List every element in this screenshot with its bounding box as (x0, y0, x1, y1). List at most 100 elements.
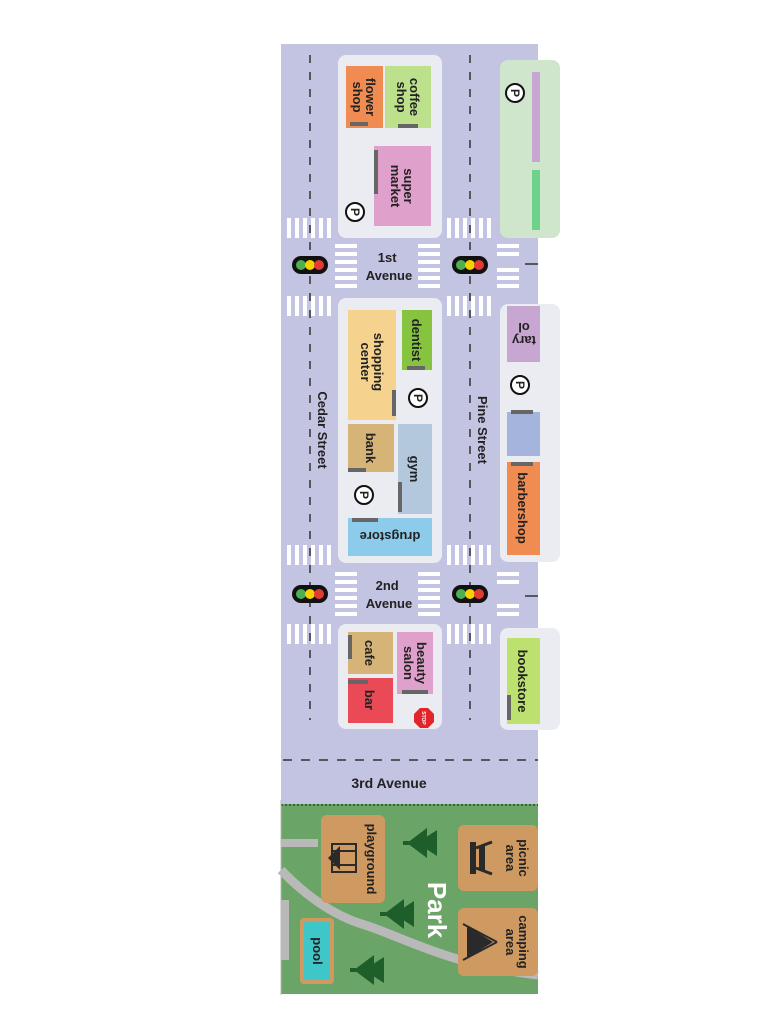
shopping-center-door (392, 390, 396, 416)
parking-sign: P (408, 388, 428, 408)
dentist[interactable] (402, 310, 432, 370)
bookstore-label: bookstore (515, 650, 530, 713)
gym-label: gym (407, 456, 422, 483)
shopping-center-label-1: shopping (371, 333, 386, 392)
tent-icon (462, 923, 498, 961)
drugstore-label: drugstore (360, 529, 421, 544)
svg-text:P: P (508, 89, 522, 97)
coffee-shop[interactable] (385, 66, 431, 128)
east-middle-building (507, 412, 540, 456)
dentist-door (407, 366, 425, 370)
library-partial[interactable] (507, 306, 540, 362)
tree-icon (380, 899, 414, 929)
library-label-2: ol (518, 320, 530, 335)
svg-text:P: P (348, 208, 362, 216)
beauty-salon[interactable] (397, 632, 433, 694)
picnic-area-label-2: area (503, 845, 518, 873)
gym[interactable] (398, 424, 432, 514)
traffic-light-icon (452, 256, 488, 274)
library-label-1: tary (511, 333, 536, 348)
svg-text:coffeeshop: coffeeshop (394, 78, 422, 116)
camping-area[interactable]: campingarea (458, 908, 538, 976)
traffic-light-icon (292, 585, 328, 603)
picnic-area[interactable]: picnicarea (458, 825, 538, 891)
cafe-door (348, 635, 352, 659)
bar-door (348, 680, 368, 684)
parking-sign: P (345, 202, 365, 222)
park-title: Park (422, 882, 452, 939)
bookstore-door (507, 695, 511, 720)
svg-text:STOP: STOP (420, 711, 426, 725)
crosswalk (287, 218, 519, 644)
svg-text:supermarket: supermarket (388, 165, 416, 208)
bank[interactable] (348, 424, 394, 472)
tree-icon (403, 828, 437, 858)
cafe[interactable] (348, 632, 393, 674)
camping-area-label-2: area (503, 929, 518, 957)
beauty-salon-label-2: salon (401, 646, 416, 680)
shopping-center-label-2: center (358, 342, 373, 381)
bookstore[interactable] (507, 638, 540, 724)
super-market-label-1: super (401, 168, 416, 203)
bank-label: bank (363, 433, 378, 464)
cafe-label: cafe (362, 640, 377, 666)
gym-door (398, 482, 402, 512)
bar[interactable] (348, 678, 393, 723)
svg-text:shoppingcenter: shoppingcenter (358, 333, 386, 392)
shopping-center[interactable] (348, 310, 396, 420)
flower-shop-door (350, 122, 368, 126)
svg-text:P: P (357, 491, 371, 499)
svg-text:flowershop: flowershop (350, 78, 378, 116)
svg-text:P: P (513, 381, 527, 389)
tree-icon (350, 955, 384, 985)
pool-label: pool (310, 937, 325, 964)
parking-sign: P (354, 485, 374, 505)
camping-area-label-1: camping (516, 915, 531, 969)
street-label-1st-avenue: 1st Avenue (366, 250, 412, 283)
playground[interactable]: playground (321, 815, 385, 903)
playground-icon (328, 843, 357, 873)
east-middle-building-door (511, 410, 533, 414)
picnic-table-icon (470, 840, 493, 876)
parking-sign: P (510, 375, 530, 395)
street-label-3rd-avenue: 3rd Avenue (351, 775, 426, 791)
super-market[interactable] (374, 146, 431, 226)
super-market-door (374, 150, 378, 194)
street-label-pine-street: Pine Street (475, 396, 490, 465)
svg-text:P: P (411, 394, 425, 402)
block-east-north (500, 60, 560, 238)
traffic-light-icon (292, 256, 328, 274)
street-label-2nd-avenue: 2nd Avenue (366, 578, 412, 611)
bar-label: bar (362, 690, 377, 710)
drugstore-door (352, 518, 378, 522)
coffee-shop-label-2: shop (394, 81, 409, 112)
svg-text:picnicarea: picnicarea (503, 839, 531, 877)
playground-label: playground (364, 824, 379, 895)
svg-text:campingarea: campingarea (503, 915, 531, 969)
drugstore[interactable] (348, 518, 432, 556)
street-label-cedar-street: Cedar Street (315, 391, 330, 469)
stop-sign: STOP (414, 708, 434, 728)
coffee-shop-label-1: coffee (407, 78, 422, 116)
building-east-1 (532, 72, 540, 162)
coffee-shop-door (398, 124, 418, 128)
traffic-light-icon (452, 585, 488, 603)
barbershop-door (511, 462, 533, 466)
flower-shop[interactable] (346, 66, 383, 128)
svg-text:taryol: taryol (511, 320, 536, 348)
barbershop[interactable] (507, 462, 540, 555)
pool[interactable]: pool (300, 918, 334, 984)
bank-door (348, 468, 366, 472)
dentist-label: dentist (409, 319, 424, 362)
building-east-2 (532, 170, 540, 230)
parking-sign: P (505, 83, 525, 103)
flower-shop-label-2: shop (350, 81, 365, 112)
barbershop-label: barbershop (515, 472, 530, 544)
super-market-label-2: market (388, 165, 403, 208)
svg-text:beautysalon: beautysalon (401, 642, 429, 685)
flower-shop-label-1: flower (363, 78, 378, 116)
beauty-salon-door (402, 690, 428, 694)
beauty-salon-label-1: beauty (414, 642, 429, 685)
picnic-area-label-1: picnic (516, 839, 531, 877)
